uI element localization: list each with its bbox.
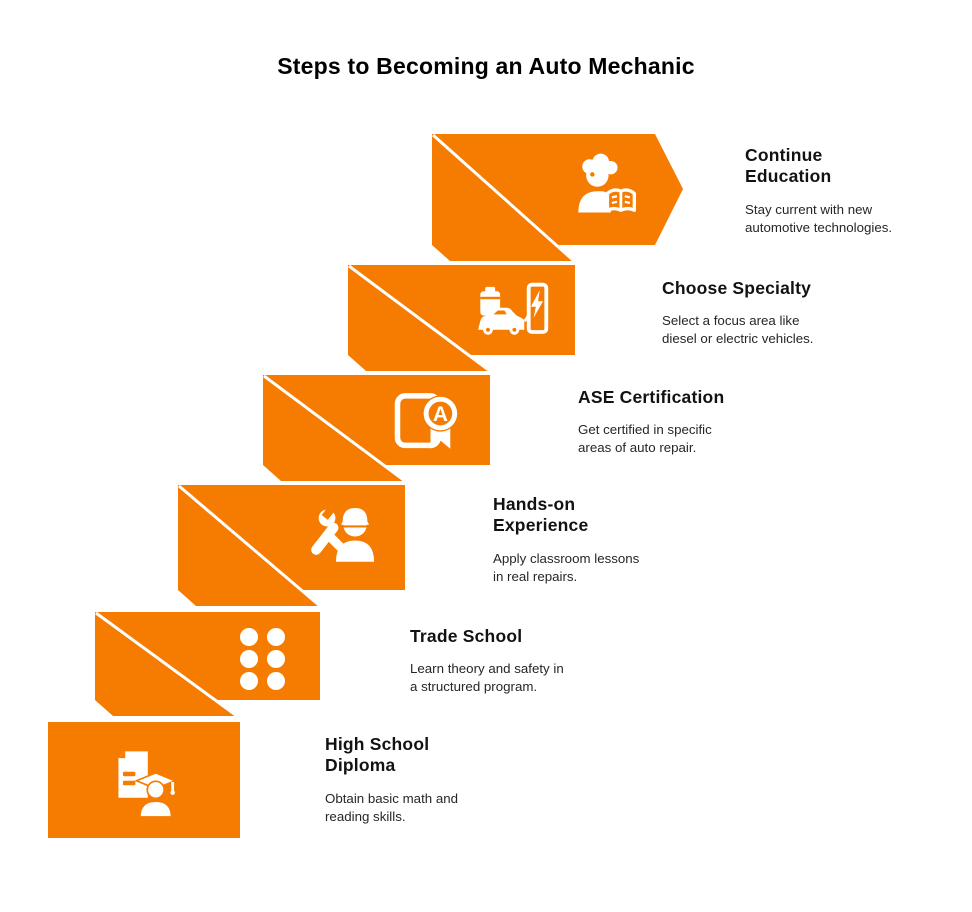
step-title: ASE Certification [578,387,725,407]
step-title: Hands-on Experience [493,494,589,536]
step-text-high-school-diploma: High School Diploma Obtain basic math an… [325,734,458,826]
step-text-hands-on-experience: Hands-on Experience Apply classroom less… [493,494,639,586]
step-text-ase-certification: ASE Certification Get certified in speci… [578,387,724,457]
step-shape-trade-school [95,611,320,718]
step-text-continue-education: Continue Education Stay current with new… [745,145,892,237]
person-reading-book-icon [578,153,637,213]
step-description: Apply classroom lessons in real repairs. [493,550,640,584]
fold-line [348,264,491,373]
step-title: Trade School [410,626,523,646]
step-shape-high-school-diploma [48,722,240,838]
step-shape-ase-certification: A [263,374,490,483]
step-description: Obtain basic math and reading skills. [325,790,459,824]
step-block [95,612,320,716]
step-shape-continue-education [432,133,683,263]
fold-line [432,133,575,263]
ev-charging-icon [478,282,549,335]
step-description: Stay current with new automotive technol… [745,201,893,235]
fold-line [178,484,321,608]
mechanic-worker-icon [311,507,375,562]
step-description: Learn theory and safety in a structured … [410,661,564,695]
step-title: High School Diploma [325,734,430,776]
step-block [432,134,683,261]
step-text-choose-specialty: Choose Specialty Select a focus area lik… [662,278,814,348]
step-title: Choose Specialty [662,278,812,298]
step-title: Continue Education [745,145,832,187]
step-text-trade-school: Trade School Learn theory and safety in … [410,626,564,696]
step-description: Get certified in specific areas of auto … [578,422,712,456]
dots-grid-icon [240,628,285,690]
step-description: Select a focus area like diesel or elect… [662,313,814,347]
badge-letter: A [433,403,448,426]
diploma-graduate-icon [118,751,178,818]
fold-line [263,374,406,483]
step-shape-choose-specialty [348,264,575,373]
step-block [348,265,575,371]
step-block [263,375,490,481]
step-shape-hands-on-experience [178,484,405,608]
certificate-badge-icon: A [394,393,459,449]
page-title: Steps to Becoming an Auto Mechanic [277,53,695,79]
step-block [178,485,405,606]
fold-line [95,611,238,718]
